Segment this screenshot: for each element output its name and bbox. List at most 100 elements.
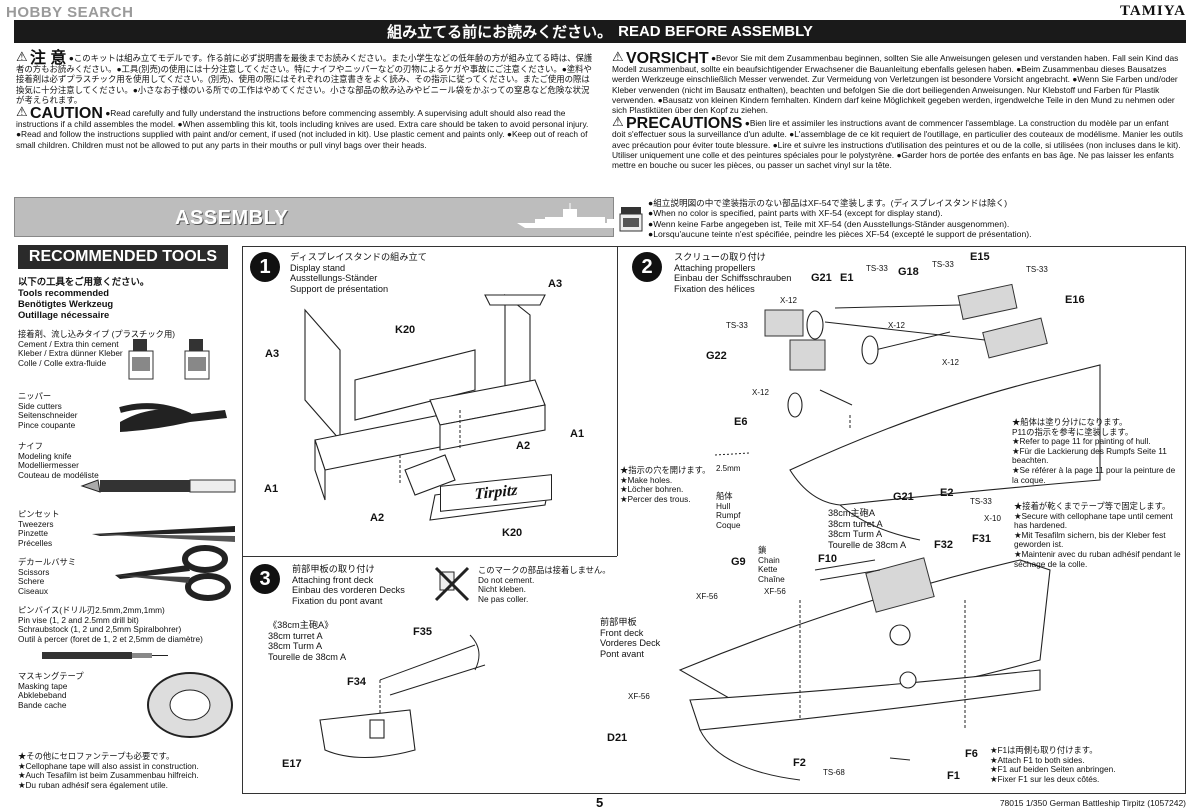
deck-line: Pont avant <box>600 648 644 659</box>
tool-line: Schere <box>18 576 45 587</box>
tool-line: Outil à percer (foret de 1, 2 et 2,5mm d… <box>18 633 203 644</box>
tool-line: ピンセット <box>18 509 60 519</box>
label-f34: F34 <box>347 676 366 688</box>
turret-inset-label: 《38cm主砲A》 38cm turret A 38cm Turm A Tour… <box>268 620 346 662</box>
tool-line: Modeling knife <box>18 450 72 461</box>
step-title-line: Einbau der Schiffsschrauben <box>674 273 792 284</box>
hull-label: 船体 Hull Rumpf Coque <box>716 491 741 530</box>
chain-line: Chain <box>758 554 780 565</box>
tool-line: Seitenschneider <box>18 410 78 421</box>
step-2-title: スクリューの取り付け Attaching propellers Einbau d… <box>674 252 791 294</box>
tape-note: ★接着が乾くまでテープ等で固定します。 ★Secure with celloph… <box>1014 501 1184 569</box>
turret-line: Tourelle de 38cm A <box>268 651 347 662</box>
label-a2-left: A2 <box>370 512 385 524</box>
step-title-line: ディスプレイスタンドの組み立て <box>290 252 427 262</box>
assembly-frame <box>242 246 1186 794</box>
hull-line: Rumpf <box>716 510 741 521</box>
deck-line: Front deck <box>600 627 644 638</box>
note-line: ★Make holes. <box>620 474 673 485</box>
label-g22: G22 <box>706 350 727 362</box>
paint-note: ●組立説明図の中で塗装指示のない部品はXF-54で塗装します。(ディスプレイスタ… <box>648 198 1031 239</box>
label-f10: F10 <box>818 553 837 565</box>
battleship-silhouette-icon <box>517 203 633 228</box>
vorsicht-title: VORSICHT <box>625 50 709 67</box>
hull-line: Coque <box>716 519 741 530</box>
holes-note: ★指示の穴を開けます。 ★Make holes. ★Löcher bohren.… <box>620 465 710 504</box>
label-d21: D21 <box>607 732 628 744</box>
tool-line: デカールバサミ <box>18 557 77 567</box>
label-a1-left: A1 <box>264 483 279 495</box>
assembly-title: ASSEMBLY <box>175 207 289 229</box>
label-f31: F31 <box>972 533 991 545</box>
label-ts33: TS-33 <box>726 321 748 330</box>
tool-line: Masking tape <box>18 680 68 691</box>
label-ts33: TS-33 <box>932 260 954 269</box>
page-number: 5 <box>596 795 604 810</box>
warning-icon: ⚠ <box>16 49 28 64</box>
footnote-line: ★Cellophane tape will also assist in con… <box>18 760 199 771</box>
tool-masking-tape: マスキングテープ Masking tape Abklebeband Bande … <box>18 671 84 710</box>
tool-line: 接着剤、流し込みタイプ (プラスチック用) <box>18 329 176 339</box>
tool-side-cutters: ニッパー Side cutters Seitenschneider Pince … <box>18 391 78 430</box>
tool-line: Pin vise (1, 2 and 2.5mm drill bit) <box>18 614 139 625</box>
tool-line: Pince coupante <box>18 419 76 430</box>
step-title-line: Display stand <box>290 262 346 273</box>
label-g18: G18 <box>898 266 919 278</box>
caution-text: ●Read carefully and fully understand the… <box>16 108 589 150</box>
note-line: ★Löcher bohren. <box>620 484 684 495</box>
note-line: ★Se référer à la page 11 pour la peintur… <box>1012 464 1176 485</box>
recommended-tools-heading: RECOMMENDED TOOLS <box>18 245 228 269</box>
tool-line: マスキングテープ <box>18 671 84 681</box>
tool-line: ピンバイス(ドリル刃2.5mm,2mm,1mm) <box>18 605 165 615</box>
label-k20-top: K20 <box>395 324 416 336</box>
footnote-line: ★その他にセロファンテープも必要です。 <box>18 751 175 761</box>
label-e16: E16 <box>1065 294 1085 306</box>
turret-line: 38cm Turm A <box>268 641 323 652</box>
footnote-line: ★Auch Tesafilm ist beim Zusammenbau hilf… <box>18 770 199 781</box>
step-1-title: ディスプレイスタンドの組み立て Display stand Ausstellun… <box>290 252 427 294</box>
label-x12: X-12 <box>888 321 905 330</box>
step-title-line: Ausstellungs-Ständer <box>290 273 378 284</box>
tool-line: Précelles <box>18 537 53 548</box>
front-deck-diagram <box>678 557 1051 781</box>
step-title-line: Support de présentation <box>290 283 389 294</box>
label-x12: X-12 <box>780 296 797 305</box>
f1-note: ★F1は両側も取り付けます。 ★Attach F1 to both sides.… <box>990 745 1116 784</box>
turret-line: 38cm turret A <box>268 630 323 641</box>
side-cutters-icon <box>119 403 227 432</box>
paint-note-line: ●Lorsqu'aucune teinte n'est spécifiée, p… <box>648 228 1032 239</box>
tool-line: Colle / Colle extra-fluide <box>18 357 107 368</box>
step-title-line: スクリューの取り付け <box>674 252 766 262</box>
label-e15: E15 <box>970 251 990 263</box>
display-stand-diagram <box>304 293 551 521</box>
tool-tweezers: ピンセット Tweezers Pinzette Précelles <box>18 509 60 548</box>
turret-line: 《38cm主砲A》 <box>268 620 334 630</box>
note-line: このマークの部品は接着しません。 <box>478 565 611 575</box>
note-line: ★接着が乾くまでテープ等で固定します。 <box>1014 501 1171 511</box>
label-ts33: TS-33 <box>1026 265 1048 274</box>
note-line: ★Refer to page 11 for painting of hull. <box>1012 436 1151 447</box>
jp-caution-text: ●このキットは組み立てモデルです。作る前に必ず説明書を最後までお読みください。ま… <box>16 53 593 105</box>
precautions-title: PRECAUTIONS <box>625 115 743 133</box>
label-g9: G9 <box>731 556 746 568</box>
tools-intro-line: Benötigtes Werkzeug <box>18 298 114 309</box>
tools-intro: 以下の工具をご用意ください。 Tools recommended Benötig… <box>18 276 149 320</box>
footnote-line: ★Du ruban adhésif sera également utile. <box>18 779 168 790</box>
tool-line: Modelliermesser <box>18 460 79 471</box>
notice-left: ⚠ 注 意 ●このキットは組み立てモデルです。作る前に必ず説明書を最後までお読み… <box>16 49 596 192</box>
tool-line: Bande cache <box>18 699 67 710</box>
paint-note-line: ●When no color is specified, paint parts… <box>648 208 943 219</box>
tool-scissors: デカールバサミ Scissors Schere Ciseaux <box>18 557 77 596</box>
warning-icon: ⚠ <box>16 104 28 120</box>
label-f6: F6 <box>965 748 978 760</box>
step-title-line: Fixation du pont avant <box>292 595 383 606</box>
turret-line: Tourelle de 38cm A <box>828 539 907 550</box>
label-a3-left: A3 <box>265 348 280 360</box>
front-deck-label: 前部甲板 Front deck Vorderes Deck Pont avant <box>600 617 660 659</box>
no-cement-note: このマークの部品は接着しません。 Do not cement. Nicht kl… <box>478 565 611 604</box>
note-line: ★F1は両側も取り付けます。 <box>990 745 1098 755</box>
chain-line: Kette <box>758 564 778 575</box>
label-f35: F35 <box>413 626 432 638</box>
tool-line: Kleber / Extra dünner Kleber <box>18 348 123 359</box>
brand-logo: TAMIYA <box>1119 3 1186 19</box>
